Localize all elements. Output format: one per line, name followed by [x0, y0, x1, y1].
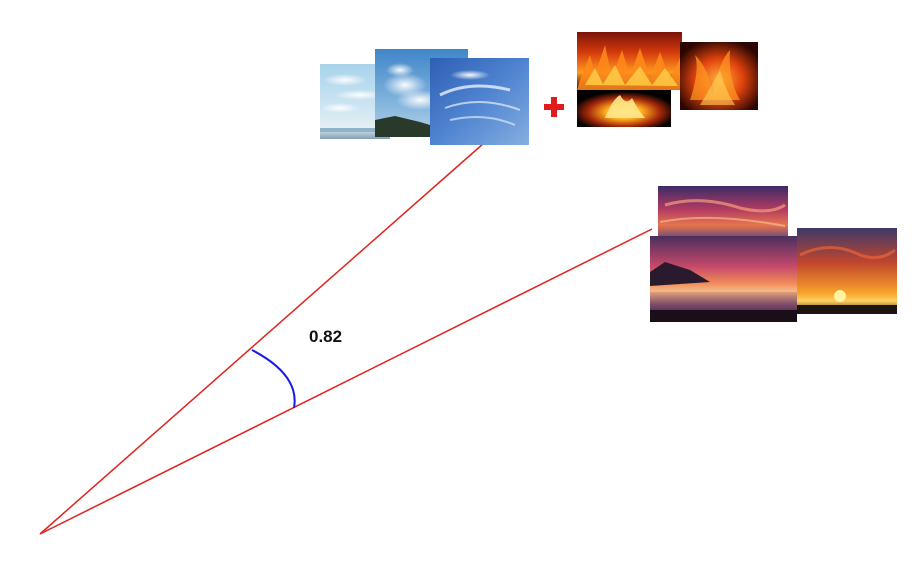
- angle-arc: [251, 349, 296, 409]
- sunset-photo-3: [797, 228, 897, 314]
- sunset-image-group: [650, 186, 897, 322]
- sky-image-group: [320, 49, 529, 145]
- vector-line-sky-fire: [39, 142, 485, 535]
- fire-photo-2: [680, 42, 758, 110]
- fire-photo-3: [577, 90, 671, 127]
- vector-line-sunset: [39, 228, 653, 535]
- plus-icon: [544, 97, 564, 117]
- sky-photo-3: [430, 58, 529, 145]
- similarity-value-label: 0.82: [309, 327, 342, 346]
- sunset-photo-1: [658, 186, 788, 238]
- fire-image-group: [577, 32, 758, 127]
- fire-photo-1: [577, 32, 682, 90]
- sunset-photo-2: [650, 236, 797, 322]
